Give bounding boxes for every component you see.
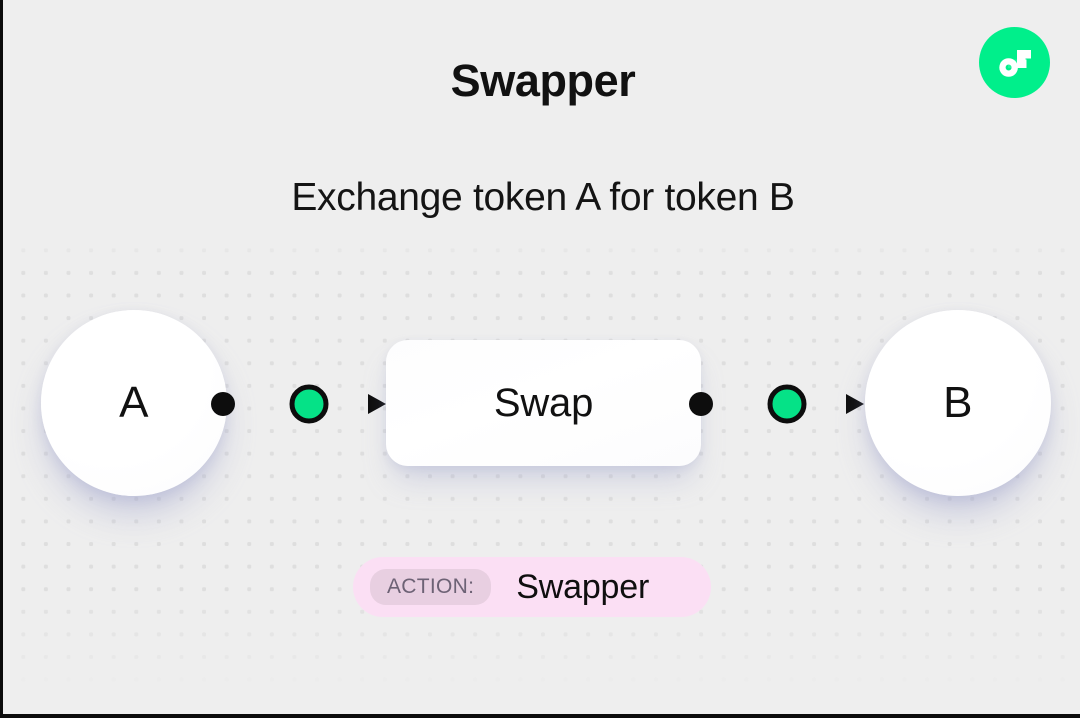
edge-a-start-dot: [211, 392, 235, 416]
action-pill: ACTION: Swapper: [353, 557, 711, 617]
token-node-b[interactable]: B: [865, 310, 1051, 496]
token-node-a[interactable]: A: [41, 310, 227, 496]
edge-b-mid-dot: [767, 384, 807, 424]
edge-a-swap-graphic: [211, 384, 386, 424]
swap-process-label: Swap: [493, 380, 594, 425]
flow-logo-icon[interactable]: [979, 27, 1050, 98]
token-node-b-label: B: [943, 378, 973, 427]
swap-process-box[interactable]: Swap: [386, 340, 701, 466]
flow-logo-glyph: [998, 49, 1031, 77]
action-tag-badge: ACTION:: [370, 569, 492, 605]
edge-b-start-dot: [689, 392, 713, 416]
edge-token-a-to-swap: [208, 382, 388, 426]
edge-swap-b-graphic: [689, 384, 864, 424]
edge-a-mid-dot: [289, 384, 329, 424]
page-title: Swapper: [450, 55, 636, 106]
action-value-label: Swapper: [516, 567, 650, 606]
edge-swap-to-token-b: [686, 382, 866, 426]
token-node-a-label: A: [119, 378, 149, 427]
page-subtitle: Exchange token A for token B: [291, 176, 795, 219]
